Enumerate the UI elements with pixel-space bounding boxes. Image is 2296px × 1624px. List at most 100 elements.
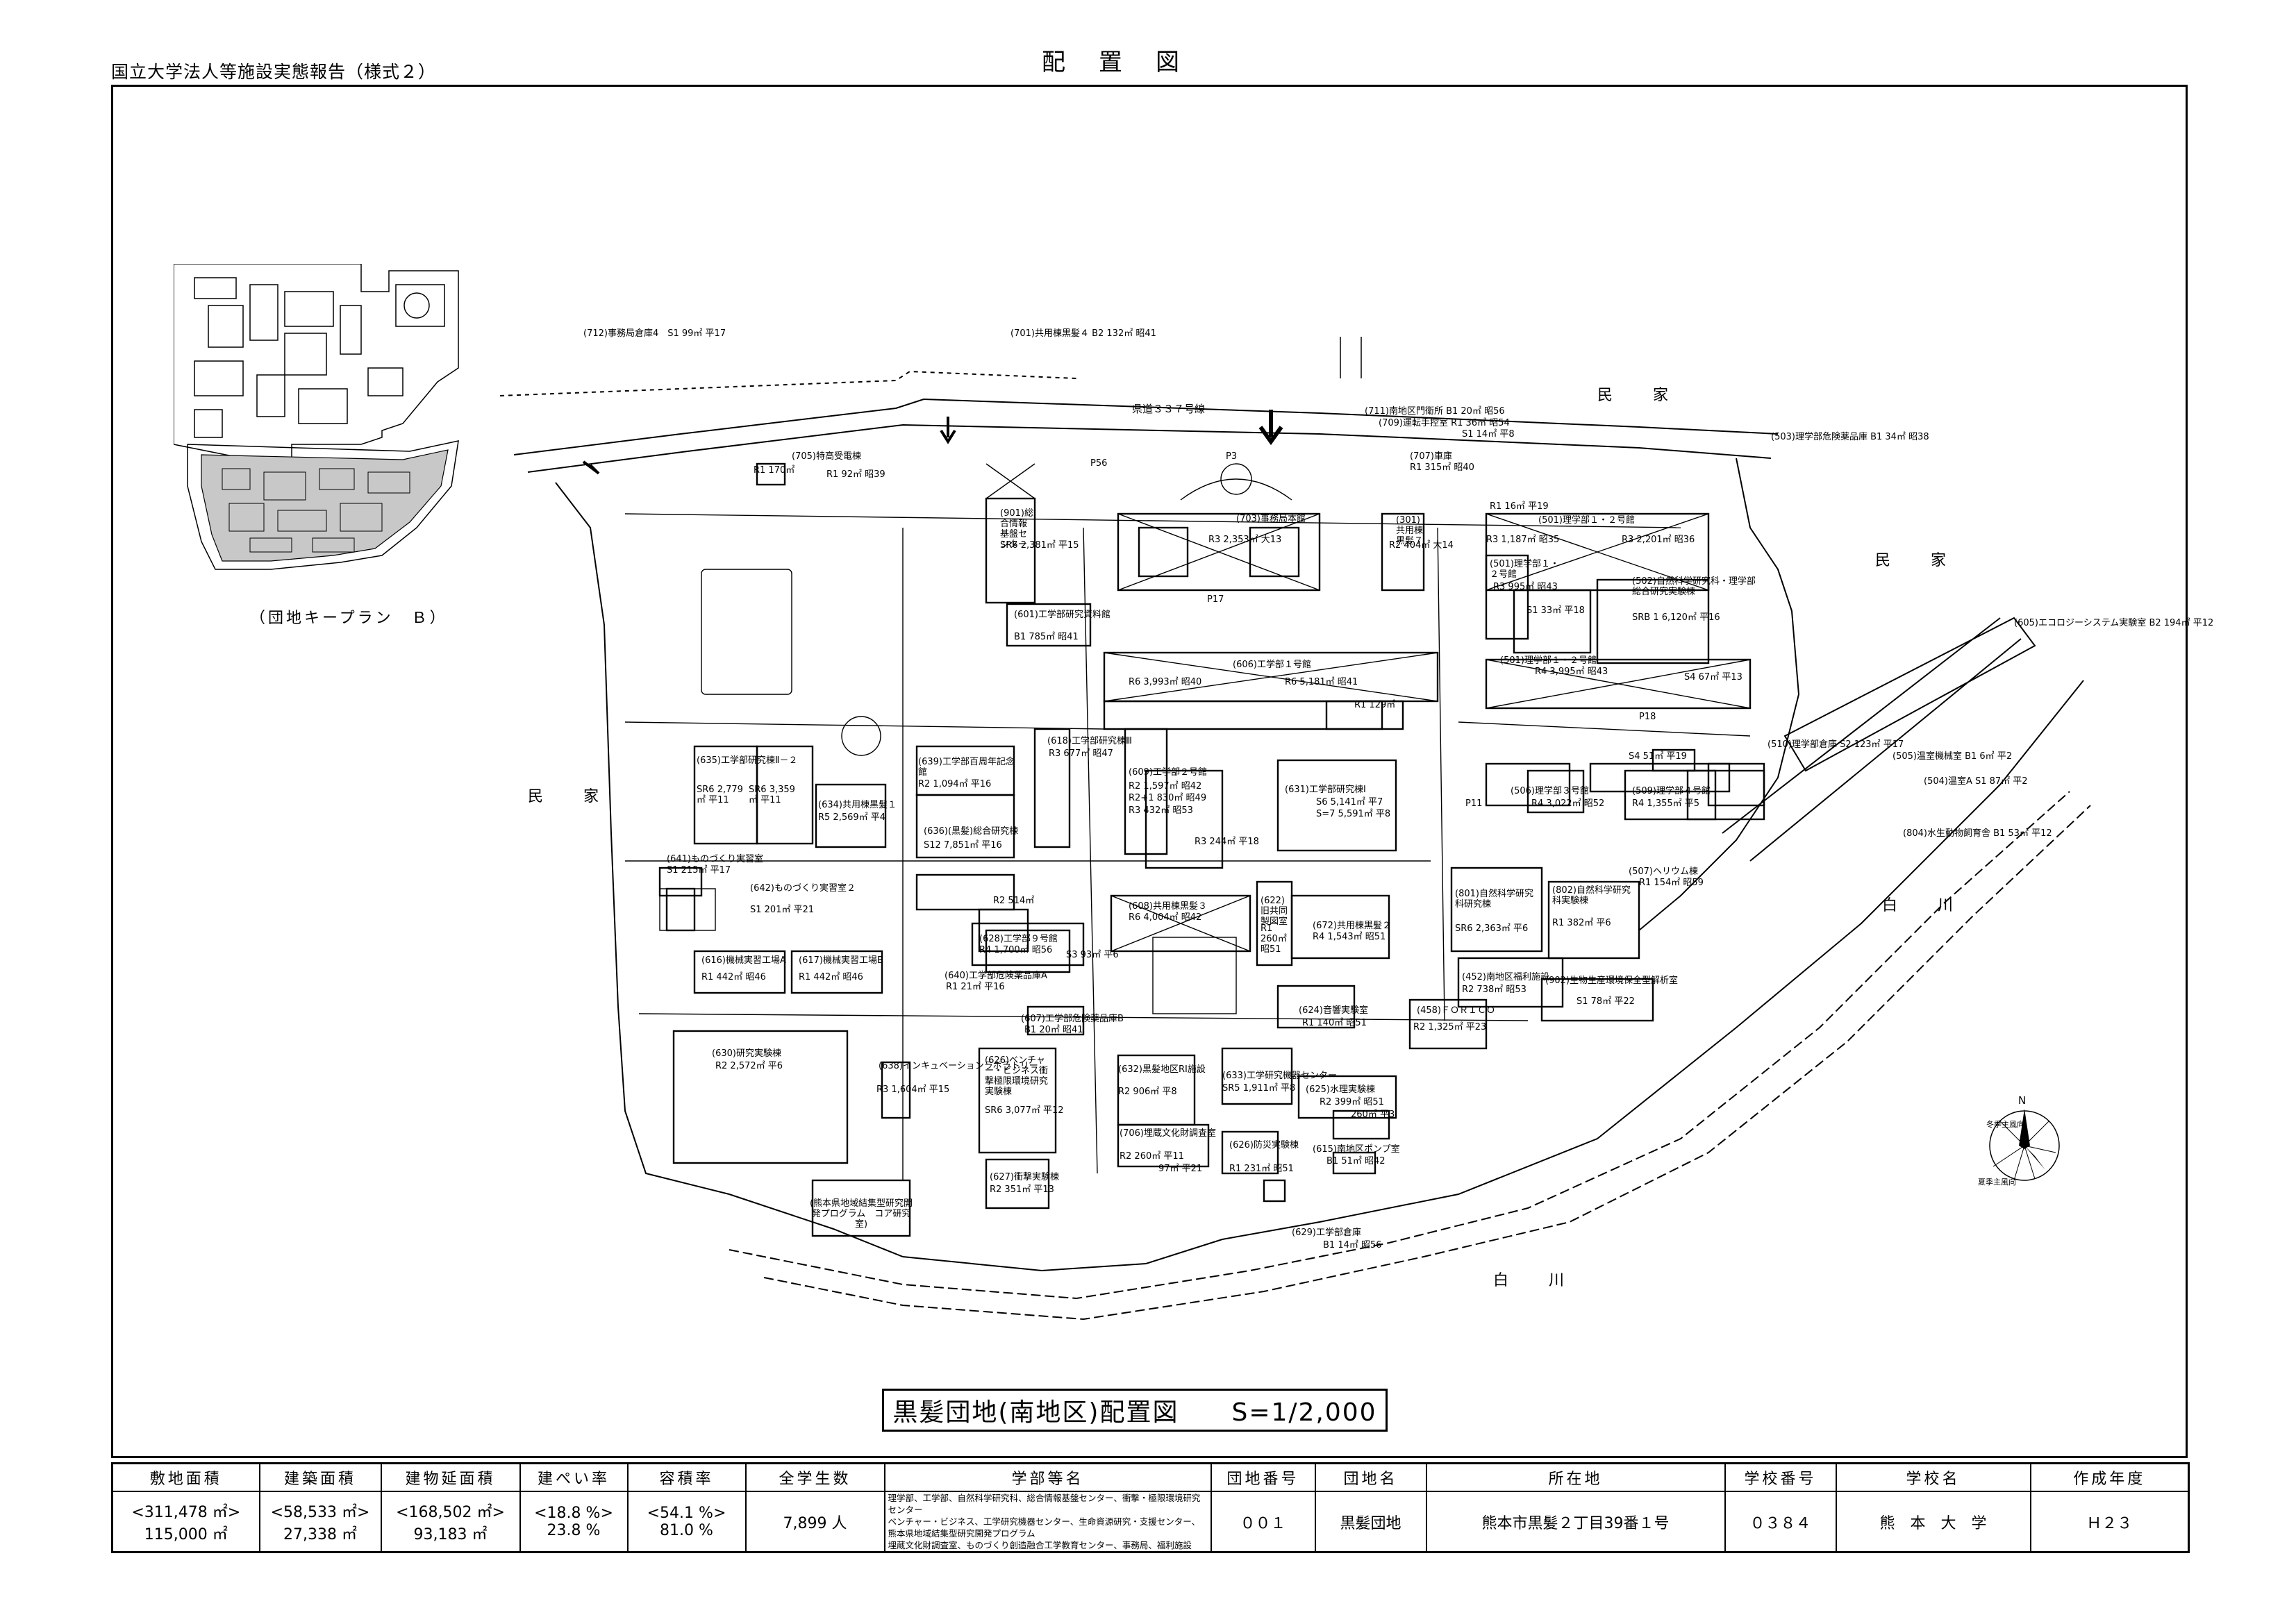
bldg-label: R3 677㎡ 昭47 [1049, 748, 1113, 759]
wind-summer-label: 夏季主風向 [1978, 1178, 2016, 1187]
value-departments: 理学部、工学部、自然科学研究科、総合情報基盤センター、衝撃・極限環境研究センター… [883, 1491, 1212, 1553]
bldg-label: (711)南地区門衛所 B1 20㎡ 昭56 [1365, 406, 1505, 417]
bldg-label: (632)黒髪地区RI施設 [1118, 1064, 1206, 1075]
bldg-label: (627)衝撃実験棟 [990, 1172, 1059, 1182]
bldg-label: R6 4,004㎡ 昭42 [1129, 912, 1202, 923]
bldg-label: (642)ものづくり実習室２ [750, 883, 856, 894]
label-parking-p56: P56 [1090, 458, 1108, 469]
bldg-label: (452)南地区福利施設 [1462, 972, 1549, 982]
bldg-label: R2 738㎡ 昭53 [1462, 985, 1526, 995]
keyplan-map [174, 264, 459, 570]
bldg-label: R3 995㎡ 昭43 [1493, 582, 1558, 592]
bldg-label: R5 2,569㎡ 平4 [818, 812, 886, 823]
bldg-label: SR5 1,911㎡ 平8 [1222, 1083, 1296, 1094]
bldg-label: S1 78㎡ 平22 [1577, 996, 1635, 1007]
bldg-label: R4 3,995㎡ 昭43 [1535, 667, 1608, 677]
bldg-label: (804)水生動物飼育舎 B1 53㎡ 平12 [1903, 828, 2052, 839]
bldg-label: (622)旧共同製図室 [1261, 896, 1288, 927]
label-parking-p11: P11 [1465, 798, 1483, 809]
bldg-label: (709)運転手控室 R1 36㎡ 昭54 [1379, 418, 1510, 428]
bldg-label: (801)自然科学研究科研究棟 [1455, 889, 1533, 910]
bldg-label: (901)総合情報基盤センター [1000, 508, 1033, 550]
header-year: 作成年度 [2029, 1462, 2190, 1492]
bldg-label: S1 33㎡ 平18 [1526, 605, 1585, 616]
bldg-label: (701)共用棟黒髪４ B2 132㎡ 昭41 [1010, 328, 1156, 339]
bldg-label: S6 5,141㎡ 平7 [1316, 797, 1383, 807]
bldg-label: (629)工学部倉庫 [1292, 1228, 1361, 1238]
value-students: 7,899 人 [744, 1491, 885, 1553]
bldg-label: R2 2,572㎡ 平6 [715, 1061, 783, 1071]
bldg-label: (熊本県地域結集型研究開発プログラム コア研究室) [809, 1198, 913, 1230]
bldg-label: (705)特高受電棟 [792, 451, 861, 462]
header-address: 所在地 [1425, 1462, 1726, 1492]
bldg-label: (636)(黒髪)総合研究棟 [924, 826, 1019, 837]
bldg-label: (507)ヘリウム棟 [1629, 867, 1698, 877]
bldg-label: R3 1,187㎡ 昭35 [1486, 535, 1560, 545]
header-departments: 学部等名 [883, 1462, 1212, 1492]
bldg-label: 260㎡ 平3 [1351, 1110, 1395, 1120]
bldg-label: (510)理学部倉庫 S2 123㎡ 平17 [1767, 739, 1904, 750]
bldg-label: (624)音響実験室 [1299, 1005, 1368, 1016]
bldg-label: (502)自然科学研究科・理学部総合研究実験棟 [1632, 576, 1756, 597]
bldg-label: S12 7,851㎡ 平16 [924, 840, 1002, 851]
bldg-label: (628)工学部９号館 [979, 934, 1058, 944]
bldg-label: (641)ものづくり実習室 [667, 854, 763, 864]
north-label: N [2018, 1094, 2027, 1107]
bldg-label: R3 244㎡ 平18 [1195, 837, 1259, 847]
bldg-label: SR6 2,363㎡ 平6 [1455, 923, 1529, 934]
bldg-label: S1 201㎡ 平21 [750, 905, 815, 915]
bldg-label: R4 3,022㎡ 昭52 [1531, 798, 1605, 809]
label-river-1: 白 川 [1882, 897, 1966, 914]
bldg-label: R2+1 830㎡ 昭49 [1129, 793, 1207, 803]
bldg-label: R1 260㎡ 昭51 [1261, 923, 1287, 955]
bldg-label: (639)工学部百周年記念館 [918, 757, 1015, 778]
value-far: <54.1 %>81.0 % [626, 1491, 747, 1553]
bldg-label: (707)車庫 [1410, 451, 1452, 462]
label-neighbor-1: 民 家 [1597, 387, 1681, 404]
bldg-label: (505)温室機械室 B1 6㎡ 平2 [1892, 751, 2013, 762]
bldg-label: R2 404㎡ 大14 [1389, 540, 1454, 551]
wind-winter-label: 冬季主風向 [1986, 1120, 2024, 1129]
label-river-2: 白 川 [1493, 1272, 1577, 1289]
drawing-frame [111, 85, 2188, 1458]
bldg-label: B1 51㎡ 昭42 [1326, 1156, 1386, 1166]
bldg-label: R1 231㎡ 昭51 [1229, 1164, 1294, 1174]
bldg-label: (506)理学部３号館 [1511, 786, 1589, 796]
bldg-label: (802)自然科学研究科実験棟 [1552, 885, 1631, 906]
bldg-label: (626)防災実験棟 [1229, 1140, 1299, 1150]
bldg-label: R3 432㎡ 昭53 [1129, 805, 1193, 816]
bldg-label: R1 140㎡ 昭51 [1302, 1018, 1367, 1028]
bldg-label: (640)工学部危険薬品庫A [945, 971, 1047, 981]
bldg-label: (703)事務局本館 [1236, 514, 1306, 524]
bldg-label: SRB 1 6,120㎡ 平16 [1632, 612, 1720, 623]
label-road: 県道３３７号線 [1132, 403, 1206, 415]
header-site-area: 敷地面積 [111, 1462, 260, 1492]
bldg-label: (458)ＦＯＲＩＣＯ [1417, 1005, 1495, 1016]
bldg-label: SR6 3,077㎡ 平12 [985, 1105, 1064, 1116]
bldg-label: R2 906㎡ 平8 [1118, 1087, 1177, 1097]
map-title: 黒髪団地(南地区)配置図 S=1/2,000 [882, 1389, 1388, 1432]
bldg-label: (617)機械実習工場B [799, 955, 883, 966]
value-site-area: <311,478 ㎡>115,000 ㎡ [111, 1491, 260, 1553]
value-school-name: 熊 本 大 学 [1835, 1491, 2031, 1553]
header-building-area: 建築面積 [258, 1462, 382, 1492]
bldg-label: (902)生物生産環境保全型解析室 [1545, 976, 1678, 986]
bldg-label: (626)ベンチャー・ビジネス衝撃極限環境研究実験棟 [985, 1055, 1049, 1097]
bldg-label: SR6 2,381㎡ 平15 [1000, 540, 1079, 551]
bldg-label: R1 21㎡ 平16 [946, 982, 1005, 992]
bldg-label: (501)理学部１・２号館 [1490, 559, 1559, 580]
bldg-label: S=7 5,591㎡ 平8 [1316, 809, 1391, 819]
facility-info-table: 敷地面積 建築面積 建物延面積 建ぺい率 容積率 全学生数 学部等名 団地番号 … [111, 1462, 2190, 1553]
bldg-label: S1 14㎡ 平8 [1462, 429, 1515, 440]
bldg-label: R3 2,201㎡ 昭36 [1622, 535, 1695, 545]
label-parking-p18: P18 [1639, 712, 1656, 722]
value-coverage: <18.8 %>23.8 % [519, 1491, 629, 1553]
bldg-label: R2 1,597㎡ 昭42 [1129, 781, 1202, 792]
bldg-label: (635)工学部研究棟Ⅱ－２ [697, 755, 798, 766]
header-school-number: 学校番号 [1724, 1462, 1837, 1492]
label-parking-p3: P3 [1226, 451, 1238, 462]
label-neighbor-3: 民 家 [528, 788, 612, 805]
bldg-label: (509)理学部４号館 [1632, 786, 1711, 796]
bldg-label: (609)工学部２号館 [1129, 767, 1207, 778]
